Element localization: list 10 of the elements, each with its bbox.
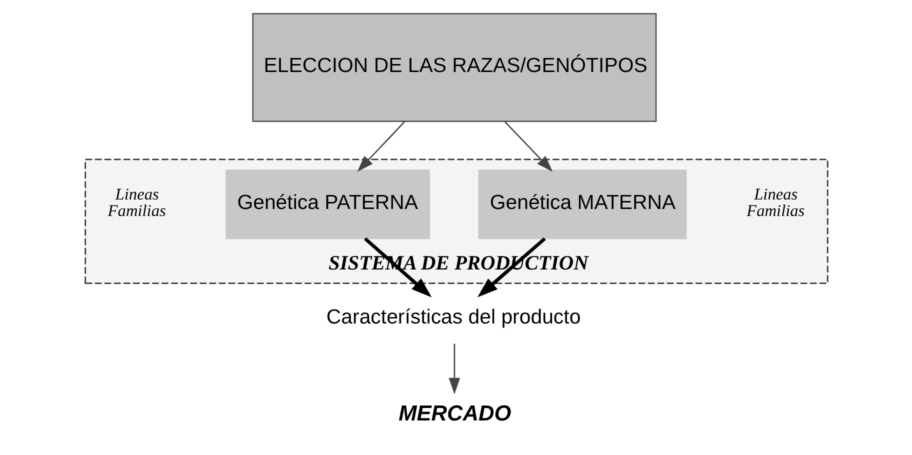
node-text: Características del producto bbox=[326, 306, 580, 329]
arrow bbox=[448, 344, 460, 394]
node-box: Genética MATERNA bbox=[478, 170, 686, 240]
node-box: ELECCION DE LAS RAZAS/GENÓTIPOS bbox=[252, 12, 656, 122]
arrow bbox=[504, 121, 552, 172]
node-text: MERCADO bbox=[398, 400, 511, 426]
node-box: Genética PATERNA bbox=[225, 170, 430, 240]
node-label: Lineas Familias bbox=[107, 184, 166, 220]
node-label: Lineas Familias bbox=[746, 184, 804, 220]
arrow bbox=[356, 121, 405, 172]
